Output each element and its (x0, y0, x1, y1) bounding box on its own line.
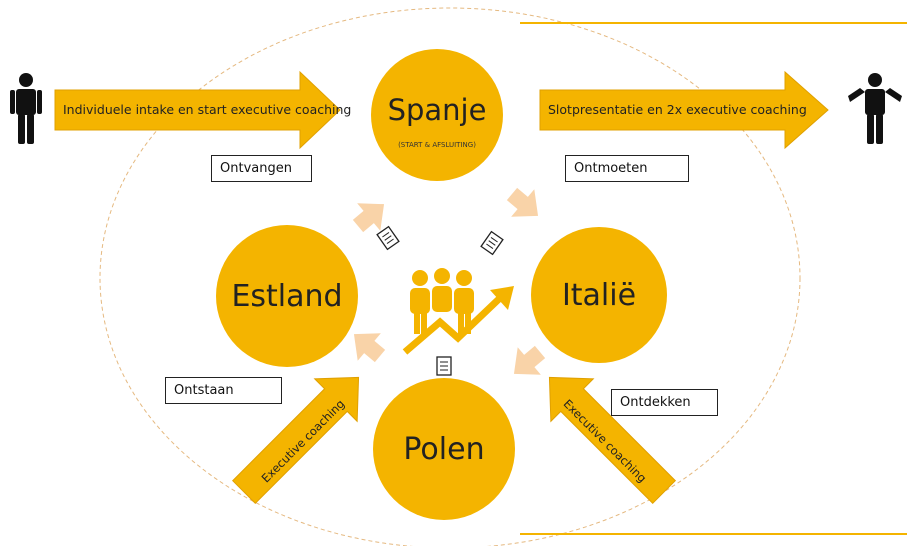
slot-arrow (539, 70, 829, 150)
cycle-arrow-italie-polen (513, 345, 546, 375)
label-ontstaan: Ontstaan (165, 377, 282, 404)
team-growth-icon (402, 268, 514, 355)
circle-spanje: Spanje (START & AFSLUITING) (371, 49, 503, 181)
circle-spanje-sublabel: (START & AFSLUITING) (398, 141, 476, 149)
exec-coaching-left-arrow (231, 376, 360, 505)
label-ontmoeten: Ontmoeten (565, 155, 689, 182)
cycle-arrow-polen-estland (353, 333, 386, 363)
circle-polen: Polen (373, 378, 515, 520)
cycle-arrow-spanje-italie (506, 187, 539, 217)
circle-italie-label: Italië (561, 277, 637, 313)
circle-estland: Estland (216, 225, 358, 367)
outer-cycle-ellipse (99, 7, 801, 546)
circle-polen-label: Polen (403, 431, 485, 467)
person-shrug-icon (848, 73, 902, 144)
cycle-arrow-estland-spanje (352, 203, 385, 233)
label-ontdekken: Ontdekken (611, 389, 718, 416)
circle-spanje-label: Spanje (387, 93, 487, 127)
document-icon (376, 225, 400, 251)
intake-arrow-label: Individuele intake en start executive co… (63, 102, 352, 117)
circle-estland-label: Estland (231, 278, 343, 314)
document-icon (480, 230, 504, 256)
person-icon (10, 73, 42, 144)
slot-arrow-label: Slotpresentatie en 2x executive coaching (548, 102, 807, 117)
intake-arrow (54, 70, 341, 150)
exec-coaching-right-arrow (548, 376, 677, 505)
circle-italie: Italië (531, 227, 667, 363)
document-icon (436, 356, 452, 376)
label-ontvangen: Ontvangen (211, 155, 312, 182)
